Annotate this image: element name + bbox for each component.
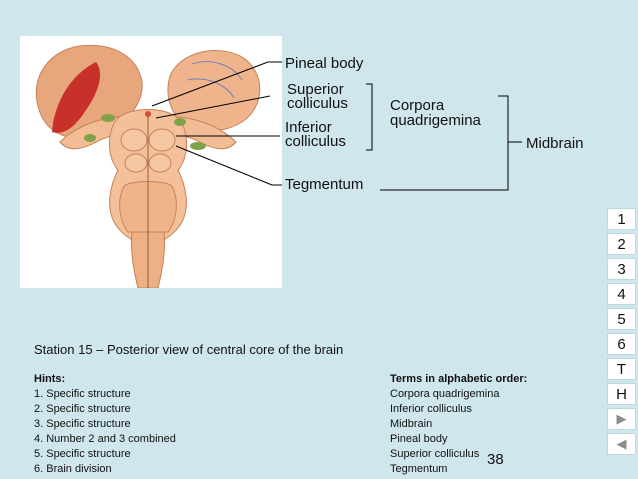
play-right-icon: ▶ <box>616 411 627 426</box>
nav-button-2[interactable]: 2 <box>607 233 636 255</box>
terms-list: Corpora quadrigemina Inferior colliculus… <box>390 387 527 477</box>
label-tegmentum: Tegmentum <box>285 176 364 193</box>
hint-item: 2. Specific structure <box>34 403 131 415</box>
hint-item: 6. Brain division <box>34 463 112 475</box>
nav-button-6[interactable]: 6 <box>607 333 636 355</box>
page-number: 38 <box>487 451 504 468</box>
label-inferior-line2: colliculus <box>285 133 346 150</box>
prev-button[interactable]: ◀ <box>607 433 636 455</box>
label-superior-line2: colliculus <box>287 95 348 112</box>
term-item: Corpora quadrigemina <box>390 388 500 400</box>
label-superior-line1: Superior <box>287 81 344 98</box>
term-item: Inferior colliculus <box>390 403 472 415</box>
term-item: Midbrain <box>390 418 433 430</box>
next-button[interactable]: ▶ <box>607 408 636 430</box>
hint-item: 3. Specific structure <box>34 418 131 430</box>
nav-button-4[interactable]: 4 <box>607 283 636 305</box>
nav-button-h[interactable]: H <box>607 383 636 405</box>
term-item: Tegmentum <box>390 463 448 475</box>
nav-button-5[interactable]: 5 <box>607 308 636 330</box>
nav-button-1[interactable]: 1 <box>607 208 636 230</box>
label-pineal-body: Pineal body <box>285 55 364 72</box>
brainstem-model-image <box>35 44 261 289</box>
hint-item: 4. Number 2 and 3 combined <box>34 433 176 445</box>
nav-button-3[interactable]: 3 <box>607 258 636 280</box>
station-nav: 1 2 3 4 5 6 T H ▶ ◀ <box>607 208 638 458</box>
hint-item: 5. Specific structure <box>34 448 131 460</box>
label-corpora-line1: Corpora <box>390 97 445 114</box>
term-item: Superior colliculus <box>390 448 480 460</box>
hint-item: 1. Specific structure <box>34 388 131 400</box>
hints-block: Hints: 1. Specific structure 2. Specific… <box>34 372 176 477</box>
nav-button-t[interactable]: T <box>607 358 636 380</box>
label-inferior-line1: Inferior <box>285 119 332 136</box>
terms-title: Terms in alphabetic order: <box>390 373 528 385</box>
slide-caption: Station 15 – Posterior view of central c… <box>34 342 344 357</box>
hints-list: 1. Specific structure 2. Specific struct… <box>34 387 176 477</box>
terms-block: Terms in alphabetic order: Corpora quadr… <box>390 372 527 477</box>
label-corpora-line2: quadrigemina <box>390 112 481 129</box>
term-item: Pineal body <box>390 433 448 445</box>
label-midbrain: Midbrain <box>526 135 584 152</box>
hints-title: Hints: <box>34 373 66 385</box>
play-left-icon: ◀ <box>616 436 627 451</box>
brain-photo-panel <box>20 36 282 289</box>
